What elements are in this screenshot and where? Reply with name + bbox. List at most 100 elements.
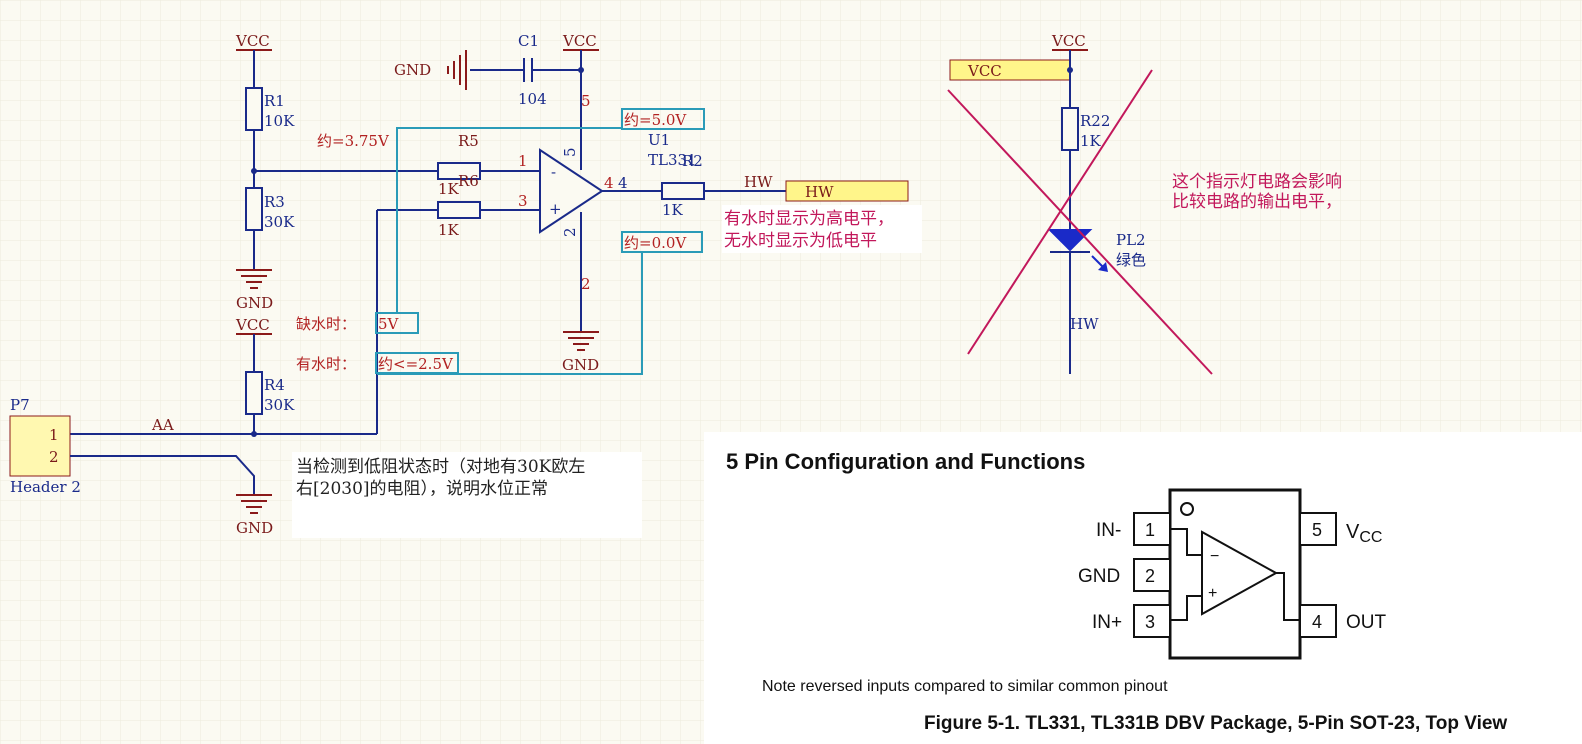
- gnd-symbol-c1: [447, 50, 467, 90]
- u1-pin1: 1: [518, 152, 528, 170]
- r22-resistor: [1061, 107, 1079, 151]
- r1-value: 10K: [264, 112, 295, 130]
- ind-vcc-label: VCC: [1051, 32, 1086, 50]
- ic-comparator: [1201, 530, 1279, 616]
- pin-3-box: [1133, 604, 1171, 638]
- net-aa-label: AA: [151, 416, 174, 434]
- probe-0v-box: [621, 231, 703, 253]
- r3-gnd-label: GND: [236, 294, 273, 312]
- r4-vcc-label: VCC: [235, 316, 270, 334]
- pin-1-num: 1: [1145, 520, 1155, 540]
- r3-ref: R3: [264, 193, 285, 211]
- pin-3-name: IN+: [1092, 612, 1122, 633]
- pin-4-box: [1299, 604, 1337, 638]
- header-pin1: 1: [49, 426, 59, 444]
- u1-pin2-inner: 2: [561, 227, 579, 237]
- probe-5v-box: [621, 108, 705, 130]
- pin1-marker: [1180, 502, 1194, 516]
- pin-2-box: [1133, 558, 1171, 592]
- r5-ref: R5: [458, 132, 479, 150]
- r6-resistor: [437, 201, 481, 219]
- r1-vcc-label: VCC: [235, 32, 270, 50]
- u1-pin4: 4: [604, 174, 614, 192]
- r6-ref: R6: [458, 172, 479, 190]
- main-schematic: VCC R1 10K R3 30K GND R5 1K 1 R6 1K 3: [9, 32, 922, 538]
- probe-375v: 约=3.75V: [317, 132, 390, 150]
- pin-4-name: OUT: [1346, 612, 1387, 633]
- indicator-circuit: VCC VCC R22 1K PL2 绿色 HW 这个指示灯电路会影响 比较电路…: [947, 32, 1342, 375]
- r6-value: 1K: [438, 221, 460, 239]
- u1-gnd-label: GND: [562, 356, 599, 374]
- pinout-caption: Figure 5-1. TL331, TL331B DBV Package, 5…: [924, 713, 1507, 734]
- probe-5v: 约=5.0V: [624, 111, 687, 129]
- u1-ref: U1: [648, 131, 670, 149]
- hw-port: [785, 180, 909, 202]
- r4-resistor: [245, 371, 263, 415]
- led-arrow-head: [1098, 262, 1108, 272]
- ind-note-1: 这个指示灯电路会影响: [1172, 172, 1342, 192]
- pin-5-box: [1299, 512, 1337, 546]
- r2-value: 1K: [662, 201, 684, 219]
- pin-4-num: 4: [1312, 612, 1322, 632]
- c1-gnd-label: GND: [394, 61, 431, 79]
- ind-junction: [1067, 67, 1073, 73]
- r4-value: 30K: [264, 396, 295, 414]
- ic-wire-out: [1276, 572, 1300, 621]
- detect-note-2: 右[2030]的电阻），说明水位正常: [296, 479, 548, 499]
- water-label: 有水时：: [296, 355, 356, 373]
- output-note-2: 无水时显示为低电平: [724, 231, 877, 251]
- r4-ref: R4: [264, 376, 285, 394]
- hw-port-label: HW: [805, 183, 834, 201]
- r2-resistor: [661, 182, 705, 200]
- pin-1-box: [1133, 512, 1171, 546]
- u1-pin4-net: 4: [618, 174, 628, 192]
- water-box: [375, 352, 459, 374]
- c1-value: 104: [518, 90, 547, 108]
- ind-note-2: 比较电路的输出电平，: [1172, 192, 1342, 212]
- water-value: 约<=2.5V: [378, 355, 454, 373]
- header-pin2: 2: [49, 448, 59, 466]
- net-hw-label: HW: [744, 173, 773, 191]
- pl2-ref: PL2: [1116, 231, 1146, 249]
- no-water-box: [375, 312, 419, 334]
- pin-1-name: IN-: [1096, 520, 1121, 541]
- cross-line-1: [947, 89, 1213, 375]
- ic-minus: −: [1210, 548, 1219, 565]
- pin-2-num: 2: [1145, 566, 1155, 586]
- detect-note-1: 当检测到低阻状态时（对地有30K欧左: [296, 457, 585, 477]
- u1-plus: +: [549, 200, 562, 218]
- ic-wire-in-plus: [1170, 595, 1202, 621]
- ic-plus: +: [1208, 585, 1217, 602]
- pl2-led: [1047, 229, 1093, 252]
- pin-2-name: GND: [1078, 566, 1120, 587]
- header-ref: P7: [10, 396, 30, 414]
- cross-line-2: [967, 69, 1153, 355]
- r2-ref: R2: [682, 152, 703, 170]
- header-p7: [9, 415, 71, 477]
- u1-vcc-label: VCC: [562, 32, 597, 50]
- r5-value: 1K: [438, 180, 460, 198]
- r1-resistor: [245, 87, 263, 131]
- u1-pin5: 5: [581, 92, 591, 110]
- r22-value: 1K: [1080, 132, 1102, 150]
- r3-value: 30K: [264, 213, 295, 231]
- r22-ref: R22: [1080, 112, 1110, 130]
- u1-pin3: 3: [518, 192, 528, 210]
- u1-pin2: 2: [581, 275, 591, 293]
- u1-part: TL331: [648, 151, 697, 169]
- pinout-title: 5 Pin Configuration and Functions: [726, 449, 1085, 474]
- pinout-figure: 5 Pin Configuration and Functions − + 1 …: [704, 432, 1582, 744]
- c1-ref: C1: [518, 32, 539, 50]
- output-note-bg: [722, 205, 922, 253]
- gnd-symbol-u1: [563, 331, 599, 351]
- no-water-label: 缺水时：: [296, 315, 356, 333]
- probe-0v: 约=0.0V: [624, 234, 687, 252]
- gnd-symbol-header: [236, 494, 272, 514]
- u1-pin5-inner: 5: [561, 147, 579, 157]
- gnd-symbol-r3: [236, 269, 272, 289]
- ic-wire-in-minus: [1170, 528, 1202, 556]
- no-water-value: 5V: [378, 315, 400, 333]
- pin-5-name: VCC: [1346, 521, 1382, 546]
- pin-5-num: 5: [1312, 520, 1322, 540]
